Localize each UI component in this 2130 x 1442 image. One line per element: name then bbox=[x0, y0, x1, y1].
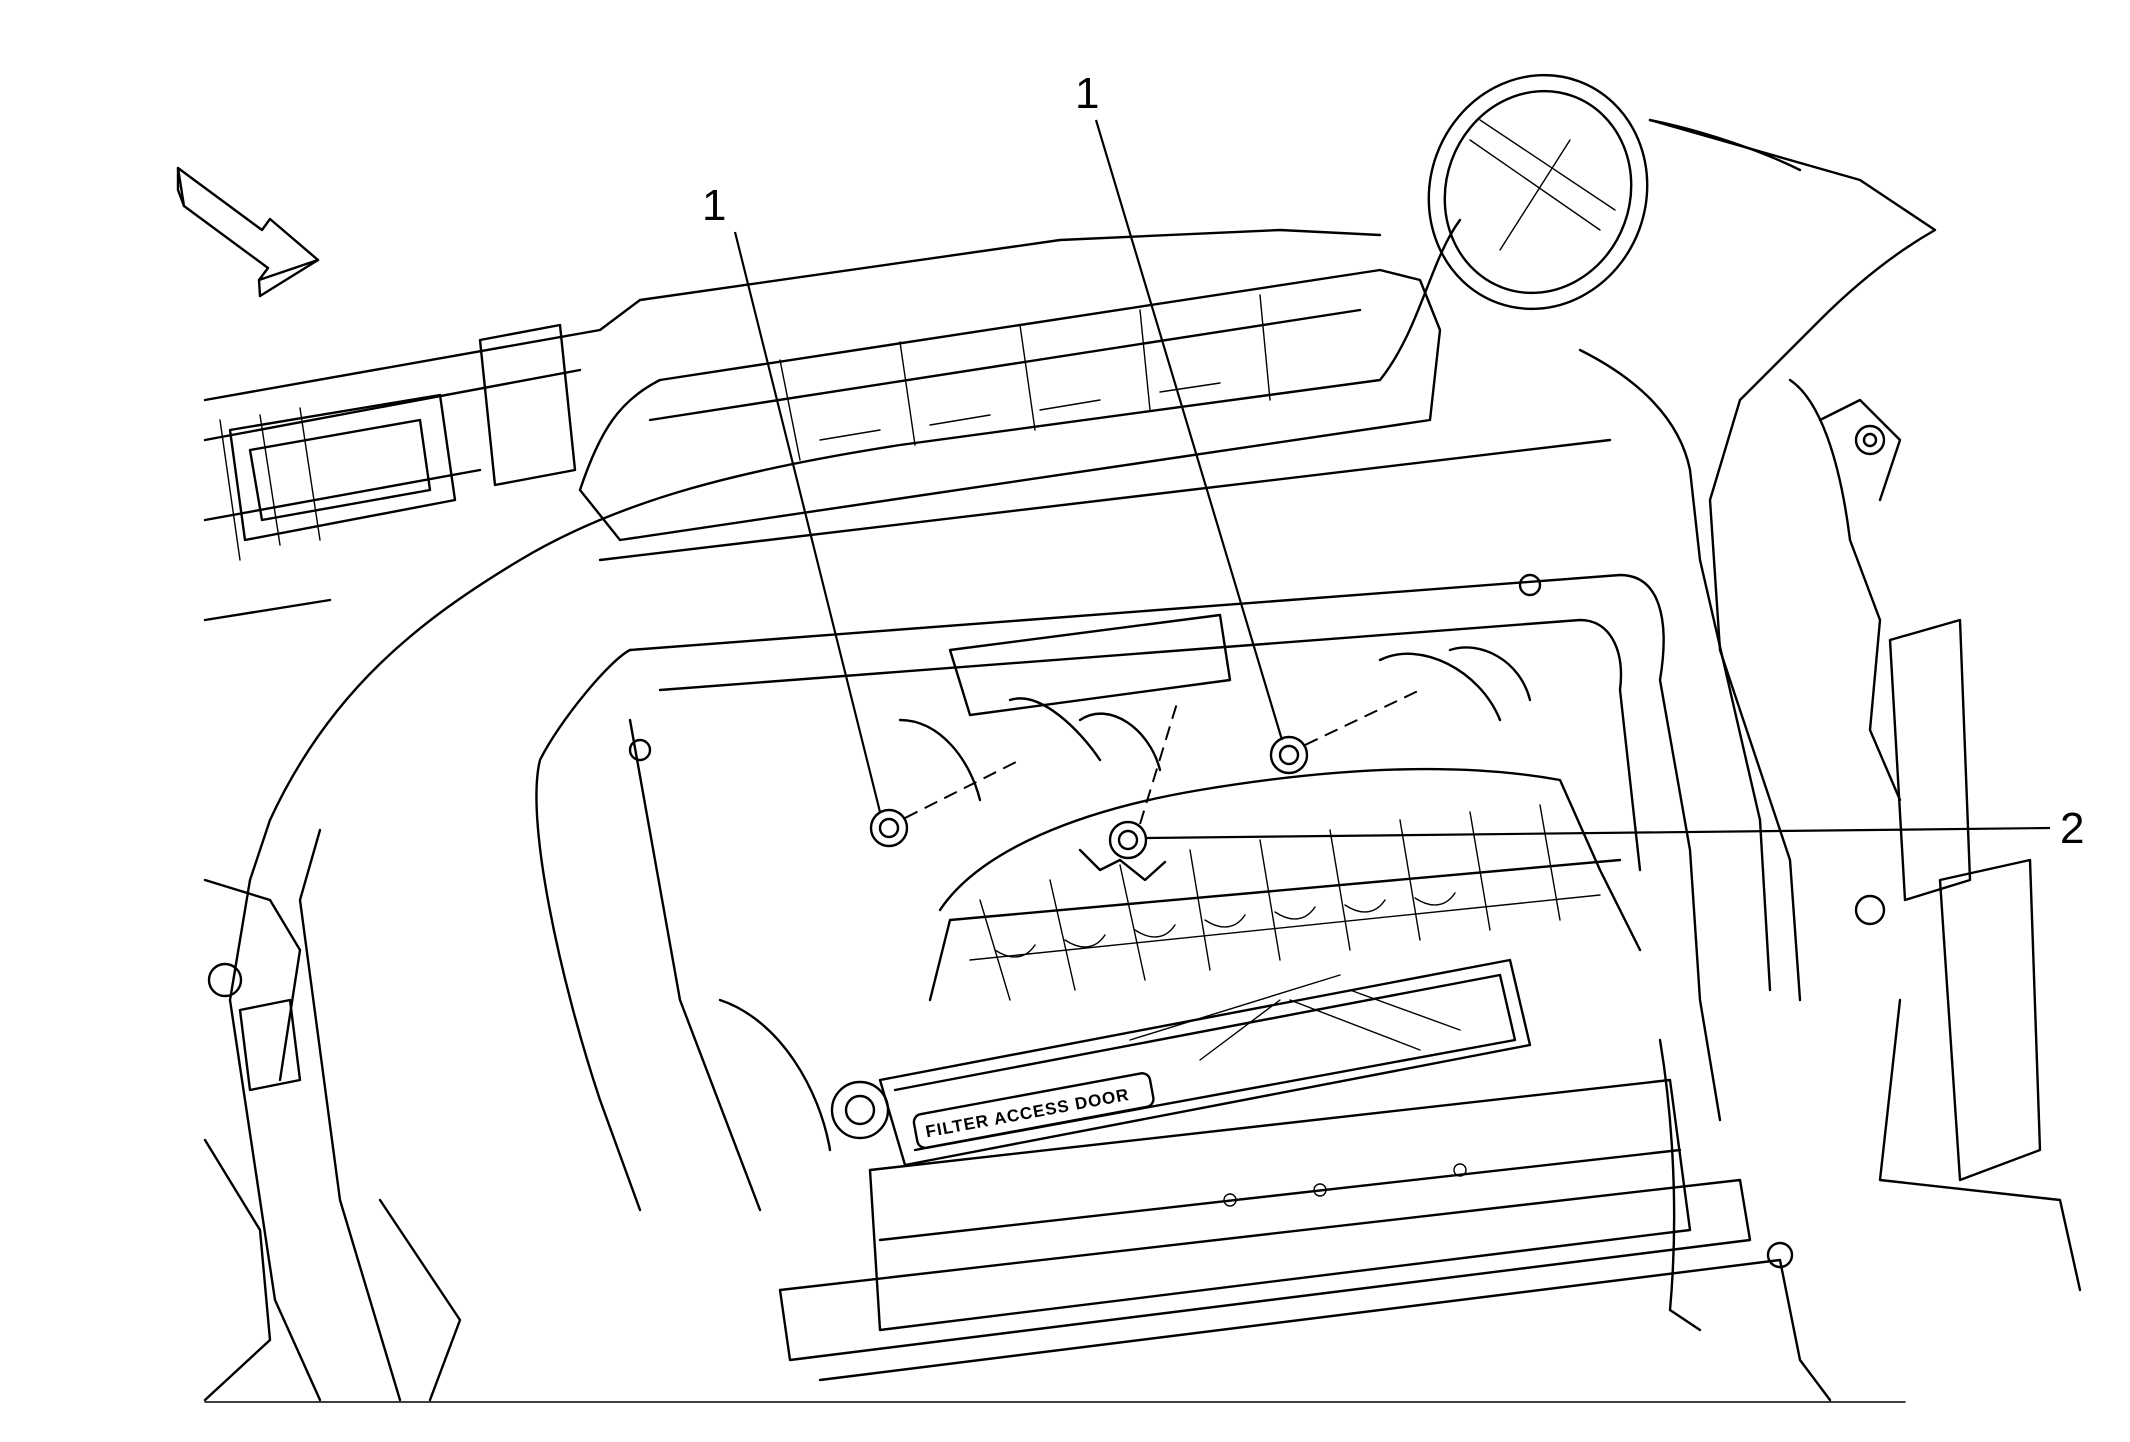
bolt-right bbox=[1269, 689, 1421, 775]
lower-tray-and-crossbar bbox=[778, 1038, 1832, 1402]
instrument-panel-frame bbox=[228, 118, 1937, 1402]
glove-box-opening bbox=[535, 573, 1722, 1212]
screw-center bbox=[1078, 699, 1179, 882]
callout-label-2: 2 bbox=[2060, 804, 2084, 853]
round-air-vent bbox=[1427, 73, 1649, 311]
dash-upper-structure bbox=[203, 228, 1382, 622]
hvac-blower-housing bbox=[928, 767, 1642, 1002]
filter-access-door: FILTER ACCESS DOOR bbox=[878, 958, 1532, 1167]
upper-dash-pad bbox=[578, 268, 1442, 542]
bracket-assembly bbox=[898, 613, 1532, 802]
right-side-brackets bbox=[1766, 378, 2082, 1292]
callout-label-1-right: 1 bbox=[1075, 69, 1099, 118]
leader-line-2 bbox=[1146, 826, 2051, 840]
direction-arrow-icon bbox=[176, 166, 320, 298]
leader-line-1-left bbox=[733, 231, 882, 813]
leader-line-1-right bbox=[1094, 119, 1284, 741]
left-side-structure bbox=[203, 878, 890, 1402]
callout-label-1-left: 1 bbox=[702, 181, 726, 230]
bolt-left bbox=[869, 759, 1021, 848]
